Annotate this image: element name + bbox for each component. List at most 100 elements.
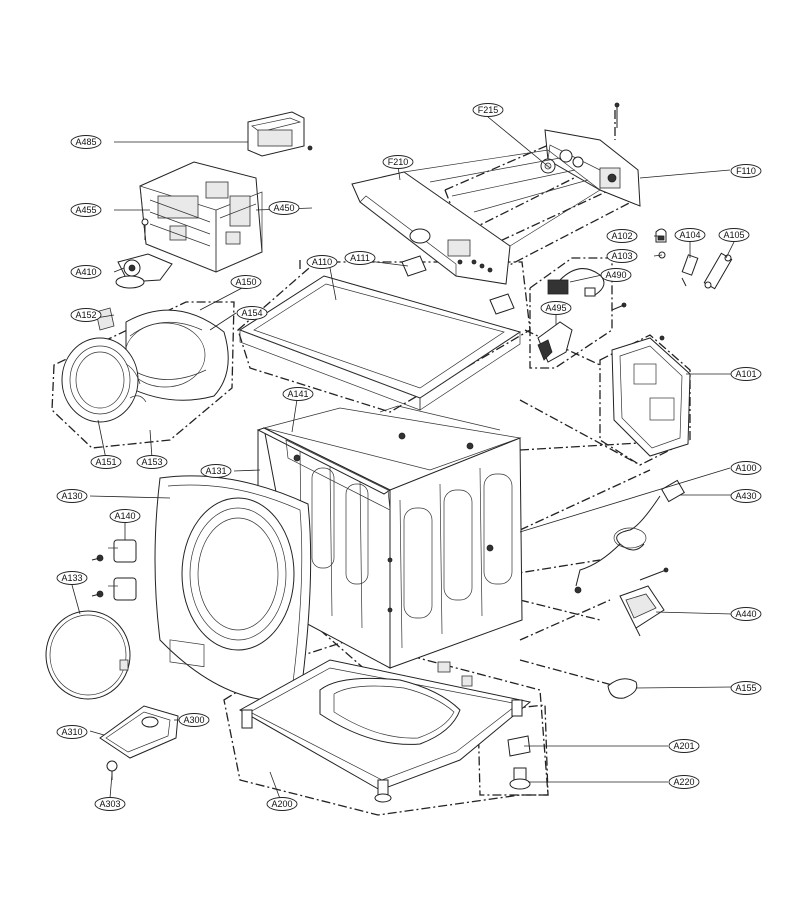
callout-oval <box>94 797 126 811</box>
callout-text: A101 <box>735 369 756 379</box>
callout-a220: A220 <box>668 775 700 789</box>
callout-a141: A141 <box>282 387 314 401</box>
callout-text: A103 <box>611 251 632 261</box>
callout-oval <box>606 249 638 263</box>
callout-a151: A151 <box>90 455 122 469</box>
callout-a450: A450 <box>268 201 300 215</box>
cabinet <box>256 405 523 669</box>
callout-a130: A130 <box>56 489 88 503</box>
callout-a140: A140 <box>109 509 141 523</box>
dispenser-assembly <box>351 102 641 285</box>
leader-lines <box>71 116 735 805</box>
callout-a440: A440 <box>730 607 762 621</box>
callout-a102: A102 <box>606 229 638 243</box>
callout-a103: A103 <box>606 249 638 263</box>
gasket-ring <box>45 610 131 700</box>
small-parts-right <box>655 228 733 290</box>
callout-f110: F110 <box>730 164 762 178</box>
outline-leg-group <box>477 704 549 796</box>
power-cord <box>574 479 685 699</box>
callout-oval <box>718 228 750 242</box>
callout-text: A455 <box>75 205 96 215</box>
door <box>91 475 312 702</box>
callout-a153: A153 <box>136 455 168 469</box>
callout-oval <box>70 308 102 322</box>
callout-text: A440 <box>735 609 756 619</box>
callout-f215: F215 <box>472 103 504 117</box>
callout-a310: A310 <box>56 725 88 739</box>
callout-text: A102 <box>611 231 632 241</box>
callout-a430: A430 <box>730 489 762 503</box>
callout-text: A150 <box>235 277 256 287</box>
callout-a104: A104 <box>674 228 706 242</box>
callout-text: A410 <box>75 267 96 277</box>
callout-a150: A150 <box>230 275 262 289</box>
callout-oval <box>282 387 314 401</box>
callout-text: A485 <box>75 137 96 147</box>
callout-text: A151 <box>95 457 116 467</box>
callout-oval <box>730 681 762 695</box>
callout-a101: A101 <box>730 367 762 381</box>
callout-oval <box>344 251 376 265</box>
callout-a133: A133 <box>56 571 88 585</box>
callout-text: F215 <box>478 105 499 115</box>
callout-oval <box>540 301 572 315</box>
callout-oval <box>730 607 762 621</box>
callout-a100: A100 <box>730 461 762 475</box>
top-lid <box>238 255 522 411</box>
callout-a154: A154 <box>236 306 268 320</box>
callout-text: F210 <box>388 157 409 167</box>
callout-oval <box>230 275 262 289</box>
callout-oval <box>674 228 706 242</box>
callout-oval <box>730 461 762 475</box>
callout-a110: A110 <box>306 255 338 269</box>
rear-panel <box>611 335 691 457</box>
callout-oval <box>136 455 168 469</box>
callout-text: A300 <box>183 715 204 725</box>
callout-text: A220 <box>673 777 694 787</box>
callout-text: A201 <box>673 741 694 751</box>
callout-a111: A111 <box>344 251 376 265</box>
callout-text: A100 <box>735 463 756 473</box>
callout-text: A140 <box>114 511 135 521</box>
base-assembly <box>238 659 532 803</box>
callout-a300: A300 <box>178 713 210 727</box>
callout-oval <box>266 797 298 811</box>
callout-text: A490 <box>605 270 626 280</box>
callout-oval <box>606 229 638 243</box>
door-ring-assembly <box>61 307 229 423</box>
callout-oval <box>668 775 700 789</box>
callout-text: A495 <box>545 303 566 313</box>
callout-a200: A200 <box>266 797 298 811</box>
callout-text: A133 <box>61 573 82 583</box>
callout-text: A153 <box>141 457 162 467</box>
outline-door-ring-group <box>51 301 235 449</box>
callout-text: A105 <box>723 230 744 240</box>
callout-a131: A131 <box>200 464 232 478</box>
callout-text: A154 <box>241 308 262 318</box>
callout-oval <box>730 367 762 381</box>
pcb-assembly <box>115 111 313 289</box>
callout-a201: A201 <box>668 739 700 753</box>
callout-a155: A155 <box>730 681 762 695</box>
callout-a455: A455 <box>70 203 102 217</box>
callout-a303: A303 <box>94 797 126 811</box>
callout-oval <box>668 739 700 753</box>
callout-oval <box>178 713 210 727</box>
callout-text: A155 <box>735 683 756 693</box>
callout-text: A303 <box>99 799 120 809</box>
callout-f210: F210 <box>382 155 414 169</box>
callout-oval <box>306 255 338 269</box>
callout-oval <box>56 725 88 739</box>
callout-oval <box>382 155 414 169</box>
callout-text: A430 <box>735 491 756 501</box>
callout-oval <box>109 509 141 523</box>
callout-a410: A410 <box>70 265 102 279</box>
callout-oval <box>56 489 88 503</box>
callout-oval <box>70 265 102 279</box>
callout-oval <box>90 455 122 469</box>
callout-oval <box>70 135 102 149</box>
callout-oval <box>730 164 762 178</box>
